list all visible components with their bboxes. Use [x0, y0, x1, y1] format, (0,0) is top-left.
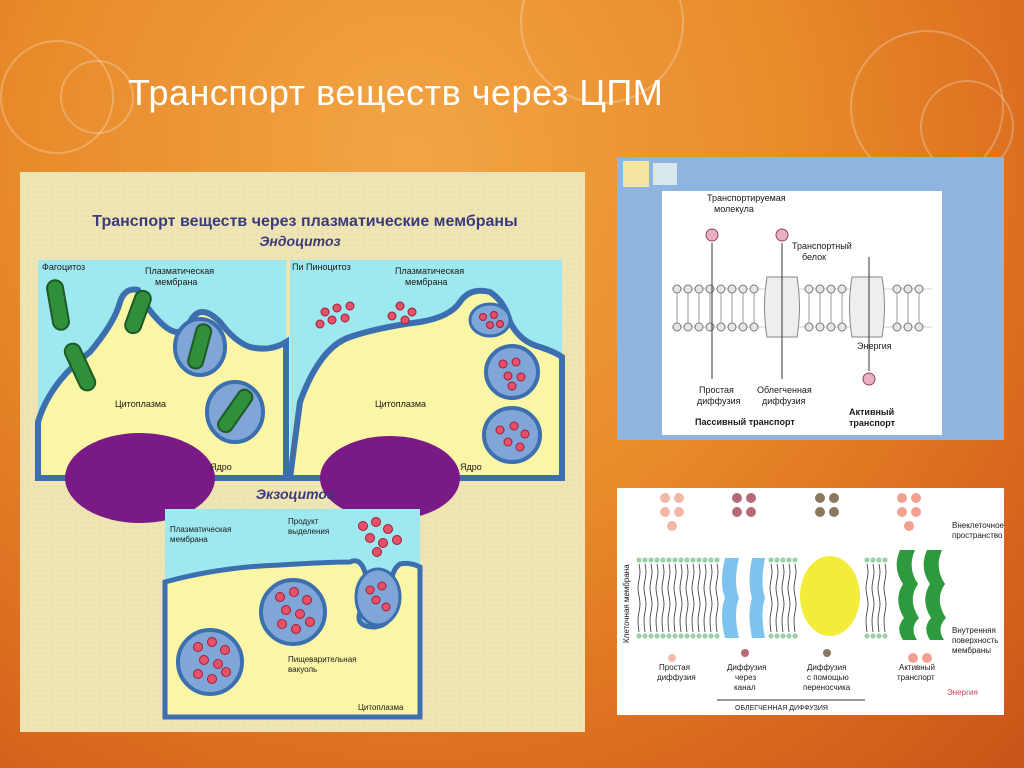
nucleus: [320, 436, 460, 520]
pinosome: [468, 302, 512, 338]
plasma-membrane-label-2: мембрана: [405, 277, 447, 287]
decor-bubble: [60, 60, 134, 134]
membrane-diffusion-figure: Клеточная мембрана Внеклеточное простран…: [617, 488, 1004, 715]
figure-heading: Транспорт веществ через плазматические м…: [92, 213, 517, 230]
channel-protein: [749, 558, 765, 638]
extracellular-space-label-1: Внеклеточное: [952, 521, 1004, 530]
plasma-membrane-label-1: Плазматическая: [395, 266, 464, 276]
cytoplasm-label: Цитоплазма: [115, 399, 166, 409]
carrier-diffusion-label-2: с помощью: [807, 673, 849, 682]
exo-membrane-label-1: Плазматическая: [170, 525, 231, 534]
active-transport-label-1: Активный: [849, 407, 894, 417]
pump-protein: [896, 550, 919, 640]
passive-transport-label: Пассивный транспорт: [695, 417, 795, 427]
energy-label: Энергия: [947, 688, 978, 697]
simple-diffusion-label-1: Простая: [659, 663, 690, 672]
passive-active-transport-figure: Транспортируемая молекула Транспортный б…: [617, 157, 1004, 440]
endocytosis-label: Эндоцитоз: [259, 233, 340, 249]
pinocytosis-label: Пиноцитоз: [306, 262, 351, 272]
bacterium: [187, 323, 213, 370]
plasma-membrane-label-2: мембрана: [155, 277, 197, 287]
bacterium: [217, 388, 254, 434]
molecule: [775, 228, 789, 242]
molecule: [823, 649, 831, 657]
carrier-protein: [849, 276, 885, 338]
energy-label: Энергия: [857, 341, 892, 351]
pump-protein: [923, 550, 946, 640]
bacterium: [63, 342, 97, 392]
pi-fragment: Пи: [292, 262, 304, 272]
exo-cytoplasm-label: Цитоплазма: [358, 703, 404, 712]
carrier-protein: [800, 556, 860, 636]
facilitated-diffusion-label: ОБЛЕГЧЕННАЯ ДИФФУЗИЯ: [735, 705, 828, 712]
channel-diffusion-label-2: через: [735, 673, 756, 682]
secretion-product-label-1: Продукт: [288, 517, 319, 526]
transported-molecule-label-2: молекула: [714, 204, 754, 214]
transport-protein-label-1: Транспортный: [792, 241, 852, 251]
lipid-bilayer: [672, 288, 932, 328]
active-transport-label-2: транспорт: [849, 418, 896, 428]
lipid-heads: [672, 284, 924, 332]
nucleus-label: Ядро: [210, 462, 232, 472]
plasma-membrane-label-1: Плазматическая: [145, 266, 214, 276]
pinosome: [482, 406, 542, 464]
exo-membrane-label-2: мембрана: [170, 535, 208, 544]
channel-protein: [722, 558, 739, 638]
carrier-diffusion-label-3: переносчика: [803, 683, 851, 692]
inner-surface-label-1: Внутренняя: [952, 626, 996, 635]
molecule: [908, 653, 918, 663]
phagocytosis-label: Фагоцитоз: [42, 262, 85, 272]
inner-surface-label-3: мембраны: [952, 646, 991, 655]
cytoplasm-label: Цитоплазма: [375, 399, 426, 409]
active-transport-label-1: Активный: [899, 663, 935, 672]
bacterium: [124, 289, 152, 335]
transport-protein-label-2: белок: [802, 252, 826, 262]
cell-transport-figure: Транспорт веществ через плазматические м…: [20, 172, 585, 732]
simple-diffusion-label-2: диффузия: [697, 396, 741, 406]
nucleus: [65, 433, 215, 523]
simple-diffusion-label-1: Простая: [699, 385, 734, 395]
active-transport-label-2: транспорт: [897, 673, 935, 682]
secretion-droplets: [193, 517, 402, 684]
cell-membrane-label: Клеточная мембрана: [622, 564, 631, 643]
nucleus-label: Ядро: [460, 462, 482, 472]
molecule: [862, 372, 876, 386]
carrier-diffusion-label-1: Диффузия: [807, 663, 846, 672]
vesicle-droplets: [479, 311, 530, 452]
lipid-bilayer: [636, 557, 888, 639]
facilitated-diffusion-label-2: диффузия: [762, 396, 806, 406]
secretion-product-label-2: выделения: [288, 527, 329, 536]
molecule: [705, 228, 719, 242]
molecule: [668, 654, 676, 662]
molecule: [922, 653, 932, 663]
bacterium: [46, 279, 70, 331]
pinosome: [484, 344, 540, 400]
logo-icon: [623, 161, 649, 187]
exocytosis-label: Экзоцитоз: [256, 486, 334, 502]
transported-molecule-label-1: Транспортируемая: [707, 193, 786, 203]
facilitated-diffusion-label-1: Облегченная: [757, 385, 812, 395]
extracellular-space-label-2: пространство: [952, 531, 1003, 540]
test-tubes-icon: [653, 163, 677, 185]
molecule: [741, 649, 749, 657]
digestive-vacuole-label-2: вакуоль: [288, 665, 317, 674]
digestive-vacuole-label-1: Пищеварительная: [288, 655, 356, 664]
inner-surface-label-2: поверхность: [952, 636, 998, 645]
molecules-top: [660, 493, 921, 531]
slide-title: Транспорт веществ через ЦПМ: [128, 72, 664, 113]
channel-diffusion-label-3: канал: [734, 683, 756, 692]
channel-diffusion-label-1: Диффузия: [727, 663, 766, 672]
simple-diffusion-label-2: диффузия: [657, 673, 696, 682]
droplet-cluster: [315, 301, 417, 329]
